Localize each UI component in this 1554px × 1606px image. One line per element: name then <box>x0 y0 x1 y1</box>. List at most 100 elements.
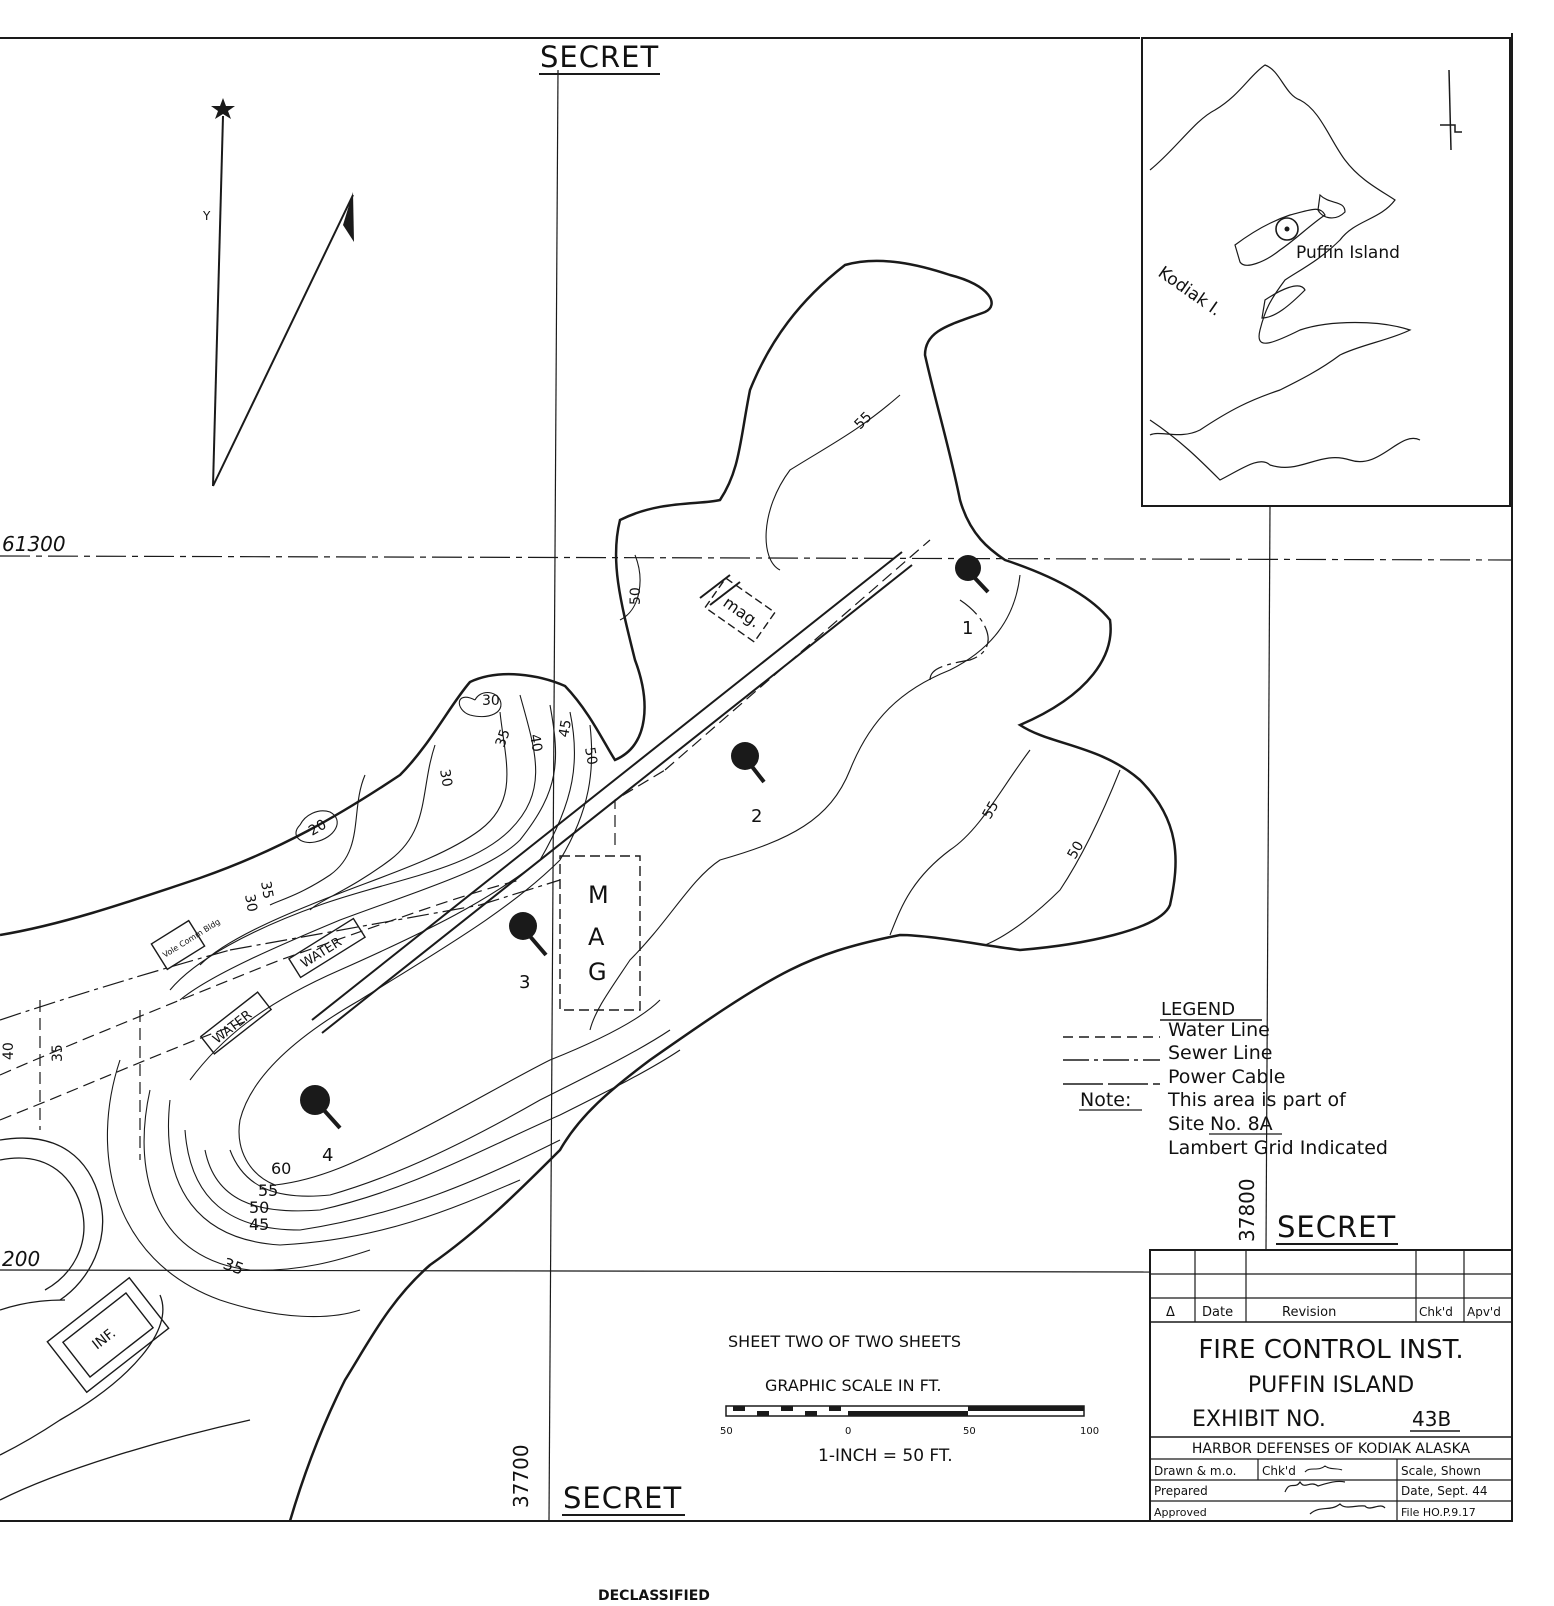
approved-by: Approved <box>1154 1506 1207 1519</box>
svg-text:30: 30 <box>241 893 260 913</box>
star-icon <box>211 98 235 119</box>
instrument-4: 4 <box>300 1085 342 1166</box>
drawn-by: Drawn & m.o. <box>1154 1464 1236 1478</box>
grid-coord-east: 37800 <box>1235 1178 1259 1242</box>
file-number: File HO.P.9.17 <box>1401 1506 1476 1519</box>
svg-text:40: 40 <box>1 1042 17 1060</box>
organization: HARBOR DEFENSES OF KODIAK ALASKA <box>1192 1441 1471 1457</box>
rev-chkd: Chk'd <box>1419 1305 1453 1319</box>
svg-text:Y: Y <box>202 209 211 223</box>
sewer-lines <box>0 599 989 1021</box>
svg-text:50: 50 <box>1065 839 1088 862</box>
svg-text:55: 55 <box>980 799 1003 822</box>
graphic-scale: SHEET TWO OF TWO SHEETS GRAPHIC SCALE IN… <box>720 1332 1099 1466</box>
grid-coord-south: 200 <box>2 1247 40 1271</box>
svg-text:30: 30 <box>482 693 500 709</box>
svg-text:30: 30 <box>436 768 455 788</box>
svg-text:M: M <box>588 881 609 909</box>
legend-note-site-no: No. 8A <box>1210 1113 1273 1135</box>
svg-text:0: 0 <box>845 1426 851 1437</box>
magazine-small: mag. <box>704 577 776 643</box>
sheet-label: SHEET TWO OF TWO SHEETS <box>728 1332 961 1351</box>
north-arrow: Y <box>202 98 354 487</box>
grid-coord-north: 61300 <box>2 532 66 556</box>
water-lines <box>0 539 931 1160</box>
signature-checked <box>1304 1465 1343 1473</box>
svg-text:35: 35 <box>257 880 276 900</box>
svg-text:2: 2 <box>751 806 762 827</box>
legend: LEGEND Water Line Sewer Line Power Cable… <box>1063 999 1388 1159</box>
svg-text:50: 50 <box>628 587 644 605</box>
scale-shown: Scale, Shown <box>1401 1464 1481 1478</box>
svg-text:35: 35 <box>493 727 514 749</box>
locator-inset: Puffin Island Kodiak I. <box>1141 37 1511 507</box>
magazine-large: M A G <box>559 855 641 1011</box>
title-block: Δ Date Revision Chk'd Apv'd FIRE CONTROL… <box>1149 1249 1513 1522</box>
grid-coord-west: 37700 <box>509 1444 533 1508</box>
svg-text:35: 35 <box>221 1254 247 1279</box>
svg-text:mag.: mag. <box>720 593 764 632</box>
power-cable-lines <box>311 551 913 1034</box>
svg-text:50: 50 <box>720 1426 733 1437</box>
legend-note-line1: This area is part of <box>1167 1089 1347 1111</box>
exhibit-no: 43B <box>1412 1407 1451 1431</box>
rev-apvd: Apv'd <box>1467 1305 1501 1319</box>
svg-text:45: 45 <box>556 718 575 738</box>
instrument-3: 3 <box>509 912 548 993</box>
puffin-island-locator <box>1275 217 1299 241</box>
svg-text:35: 35 <box>50 1044 66 1062</box>
inset-site-label: Puffin Island <box>1296 243 1400 263</box>
declassified-stamp: DECLASSIFIED <box>598 1588 710 1604</box>
svg-text:55: 55 <box>258 1181 278 1200</box>
svg-text:3: 3 <box>519 972 530 993</box>
svg-text:50: 50 <box>581 746 600 766</box>
classification-bottom: SECRET <box>563 1481 682 1515</box>
svg-text:A: A <box>588 923 605 951</box>
rev-revision: Revision <box>1282 1305 1336 1320</box>
signature-prepared <box>1284 1480 1346 1493</box>
legend-note-label: Note: <box>1080 1089 1131 1111</box>
svg-text:60: 60 <box>271 1159 291 1178</box>
legend-title: LEGEND <box>1161 999 1235 1020</box>
rev-date: Date <box>1202 1305 1233 1320</box>
legend-note-line3: Lambert Grid Indicated <box>1168 1137 1388 1159</box>
classification-top: SECRET <box>540 40 659 74</box>
svg-text:100: 100 <box>1080 1426 1099 1437</box>
svg-text:40: 40 <box>526 733 545 753</box>
svg-text:Vole Comm Bldg: Vole Comm Bldg <box>161 917 222 960</box>
legend-sewer-label: Sewer Line <box>1168 1042 1272 1064</box>
scale-ratio: 1-INCH = 50 FT. <box>818 1446 953 1466</box>
svg-text:45: 45 <box>249 1215 269 1234</box>
svg-text:4: 4 <box>322 1145 333 1166</box>
road-curves <box>0 1137 251 1501</box>
prepared-by: Prepared <box>1154 1484 1208 1498</box>
legend-water-label: Water Line <box>1168 1019 1270 1041</box>
instrument-1: 1 <box>955 555 990 639</box>
svg-text:50: 50 <box>963 1426 976 1437</box>
signature-approved <box>1309 1503 1386 1515</box>
svg-text:INF.: INF. <box>90 1325 119 1353</box>
svg-text:50: 50 <box>249 1198 269 1217</box>
legend-note-line2-prefix: Site <box>1168 1113 1204 1135</box>
title-line1: FIRE CONTROL INST. <box>1198 1335 1463 1365</box>
contour-labels: 50 55 55 50 30 30 20 35 40 45 50 35 30 4… <box>1 409 1087 1279</box>
island-coastline <box>0 259 1177 1522</box>
svg-text:WATER: WATER <box>298 935 344 972</box>
svg-text:20: 20 <box>306 817 329 840</box>
scale-title: GRAPHIC SCALE IN FT. <box>765 1376 942 1395</box>
legend-power-label: Power Cable <box>1168 1066 1285 1088</box>
instrument-2: 2 <box>731 742 766 827</box>
inset-island-label: Kodiak I. <box>1154 263 1225 321</box>
classification-right: SECRET <box>1277 1210 1396 1244</box>
title-line2: PUFFIN ISLAND <box>1248 1373 1414 1398</box>
svg-text:1: 1 <box>962 618 973 639</box>
exhibit-prefix: EXHIBIT NO. <box>1192 1407 1326 1432</box>
lambert-grid <box>0 69 1513 1522</box>
drawing-date: Date, Sept. 44 <box>1401 1484 1488 1498</box>
infirmary-bldg: INF. <box>46 1276 170 1394</box>
contour-lines <box>106 394 1121 1318</box>
rev-delta: Δ <box>1166 1305 1175 1320</box>
svg-text:G: G <box>588 958 607 986</box>
water-tank-1: WATER <box>199 991 273 1055</box>
